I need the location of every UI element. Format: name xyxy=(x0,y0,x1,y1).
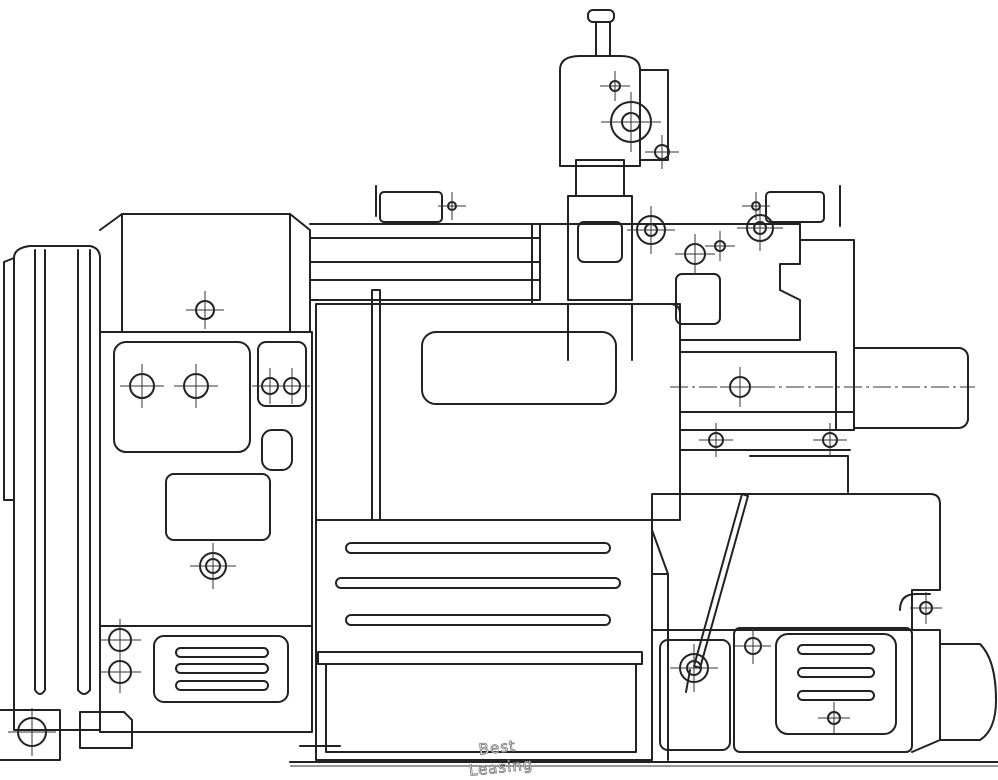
slide-window xyxy=(577,221,623,263)
crosshair xyxy=(612,103,650,141)
tailstock-housing xyxy=(679,239,855,431)
crosshair xyxy=(600,71,630,101)
foot-block xyxy=(79,711,133,749)
base-left xyxy=(0,709,61,761)
vent-slot xyxy=(175,647,269,658)
crosshair xyxy=(635,214,667,246)
feed-stop-right xyxy=(765,191,825,223)
crosshair xyxy=(744,212,776,244)
crosshair xyxy=(705,231,735,261)
apron-slot xyxy=(345,542,611,554)
motor-end xyxy=(939,643,997,741)
crosshair xyxy=(910,592,942,624)
crosshair xyxy=(120,364,164,408)
motor-cover xyxy=(733,627,913,753)
watermark-line1: Best xyxy=(478,737,517,759)
vent-slot xyxy=(797,644,875,655)
small-panel xyxy=(257,341,307,407)
watermark: Best Leasing xyxy=(468,736,535,780)
vent-panel xyxy=(153,635,289,703)
pulley-housing xyxy=(13,245,101,731)
apron-rail xyxy=(317,651,643,665)
tool-neck xyxy=(575,159,625,197)
pulley-groove xyxy=(77,249,91,695)
tool-head-side xyxy=(639,69,669,161)
pulley-edge xyxy=(3,257,15,501)
crosshair xyxy=(735,628,771,664)
tool-knob xyxy=(587,9,615,23)
watermark-line2: Leasing xyxy=(468,755,534,780)
tool-head xyxy=(559,55,641,167)
crosshair xyxy=(8,708,56,756)
headstock-top xyxy=(121,213,291,333)
vent-slot xyxy=(797,690,875,701)
crosshair xyxy=(438,192,466,220)
crosshair xyxy=(186,291,224,329)
gear-panel xyxy=(113,341,251,453)
vent-slot xyxy=(797,667,875,678)
carriage-window xyxy=(421,331,617,405)
cross-slide xyxy=(531,223,801,341)
crosshair xyxy=(274,368,310,404)
vent-slot xyxy=(175,663,269,674)
headstock-top-edge xyxy=(99,213,311,333)
crosshair xyxy=(818,702,850,734)
feed-lever xyxy=(693,493,749,669)
nameplate xyxy=(165,473,271,541)
crosshair xyxy=(99,651,141,693)
tool-spindle xyxy=(595,21,611,57)
motor-vent-panel xyxy=(775,633,897,735)
crosshair xyxy=(742,192,770,220)
control-panel xyxy=(659,639,731,751)
apron-lower xyxy=(325,663,637,753)
oil-window xyxy=(261,429,293,471)
slide-window-2 xyxy=(675,273,721,325)
tailstock-quill xyxy=(853,347,969,429)
bolt-markers xyxy=(8,71,942,756)
crosshair xyxy=(677,651,711,685)
crosshair xyxy=(675,234,715,274)
carriage-body xyxy=(315,303,681,521)
crosshair xyxy=(645,135,679,169)
vent-slot xyxy=(175,680,269,691)
crosshair xyxy=(720,367,760,407)
pulley-groove xyxy=(34,249,46,695)
crosshair xyxy=(813,423,847,457)
apron xyxy=(315,519,653,761)
apron-slot xyxy=(335,577,621,589)
rear-housing xyxy=(651,493,941,631)
carriage-rod xyxy=(371,289,381,521)
crosshair xyxy=(196,549,230,583)
apron-slot xyxy=(345,614,611,626)
crosshair xyxy=(174,364,218,408)
crosshair xyxy=(699,423,733,457)
feed-stop-left xyxy=(379,191,443,223)
